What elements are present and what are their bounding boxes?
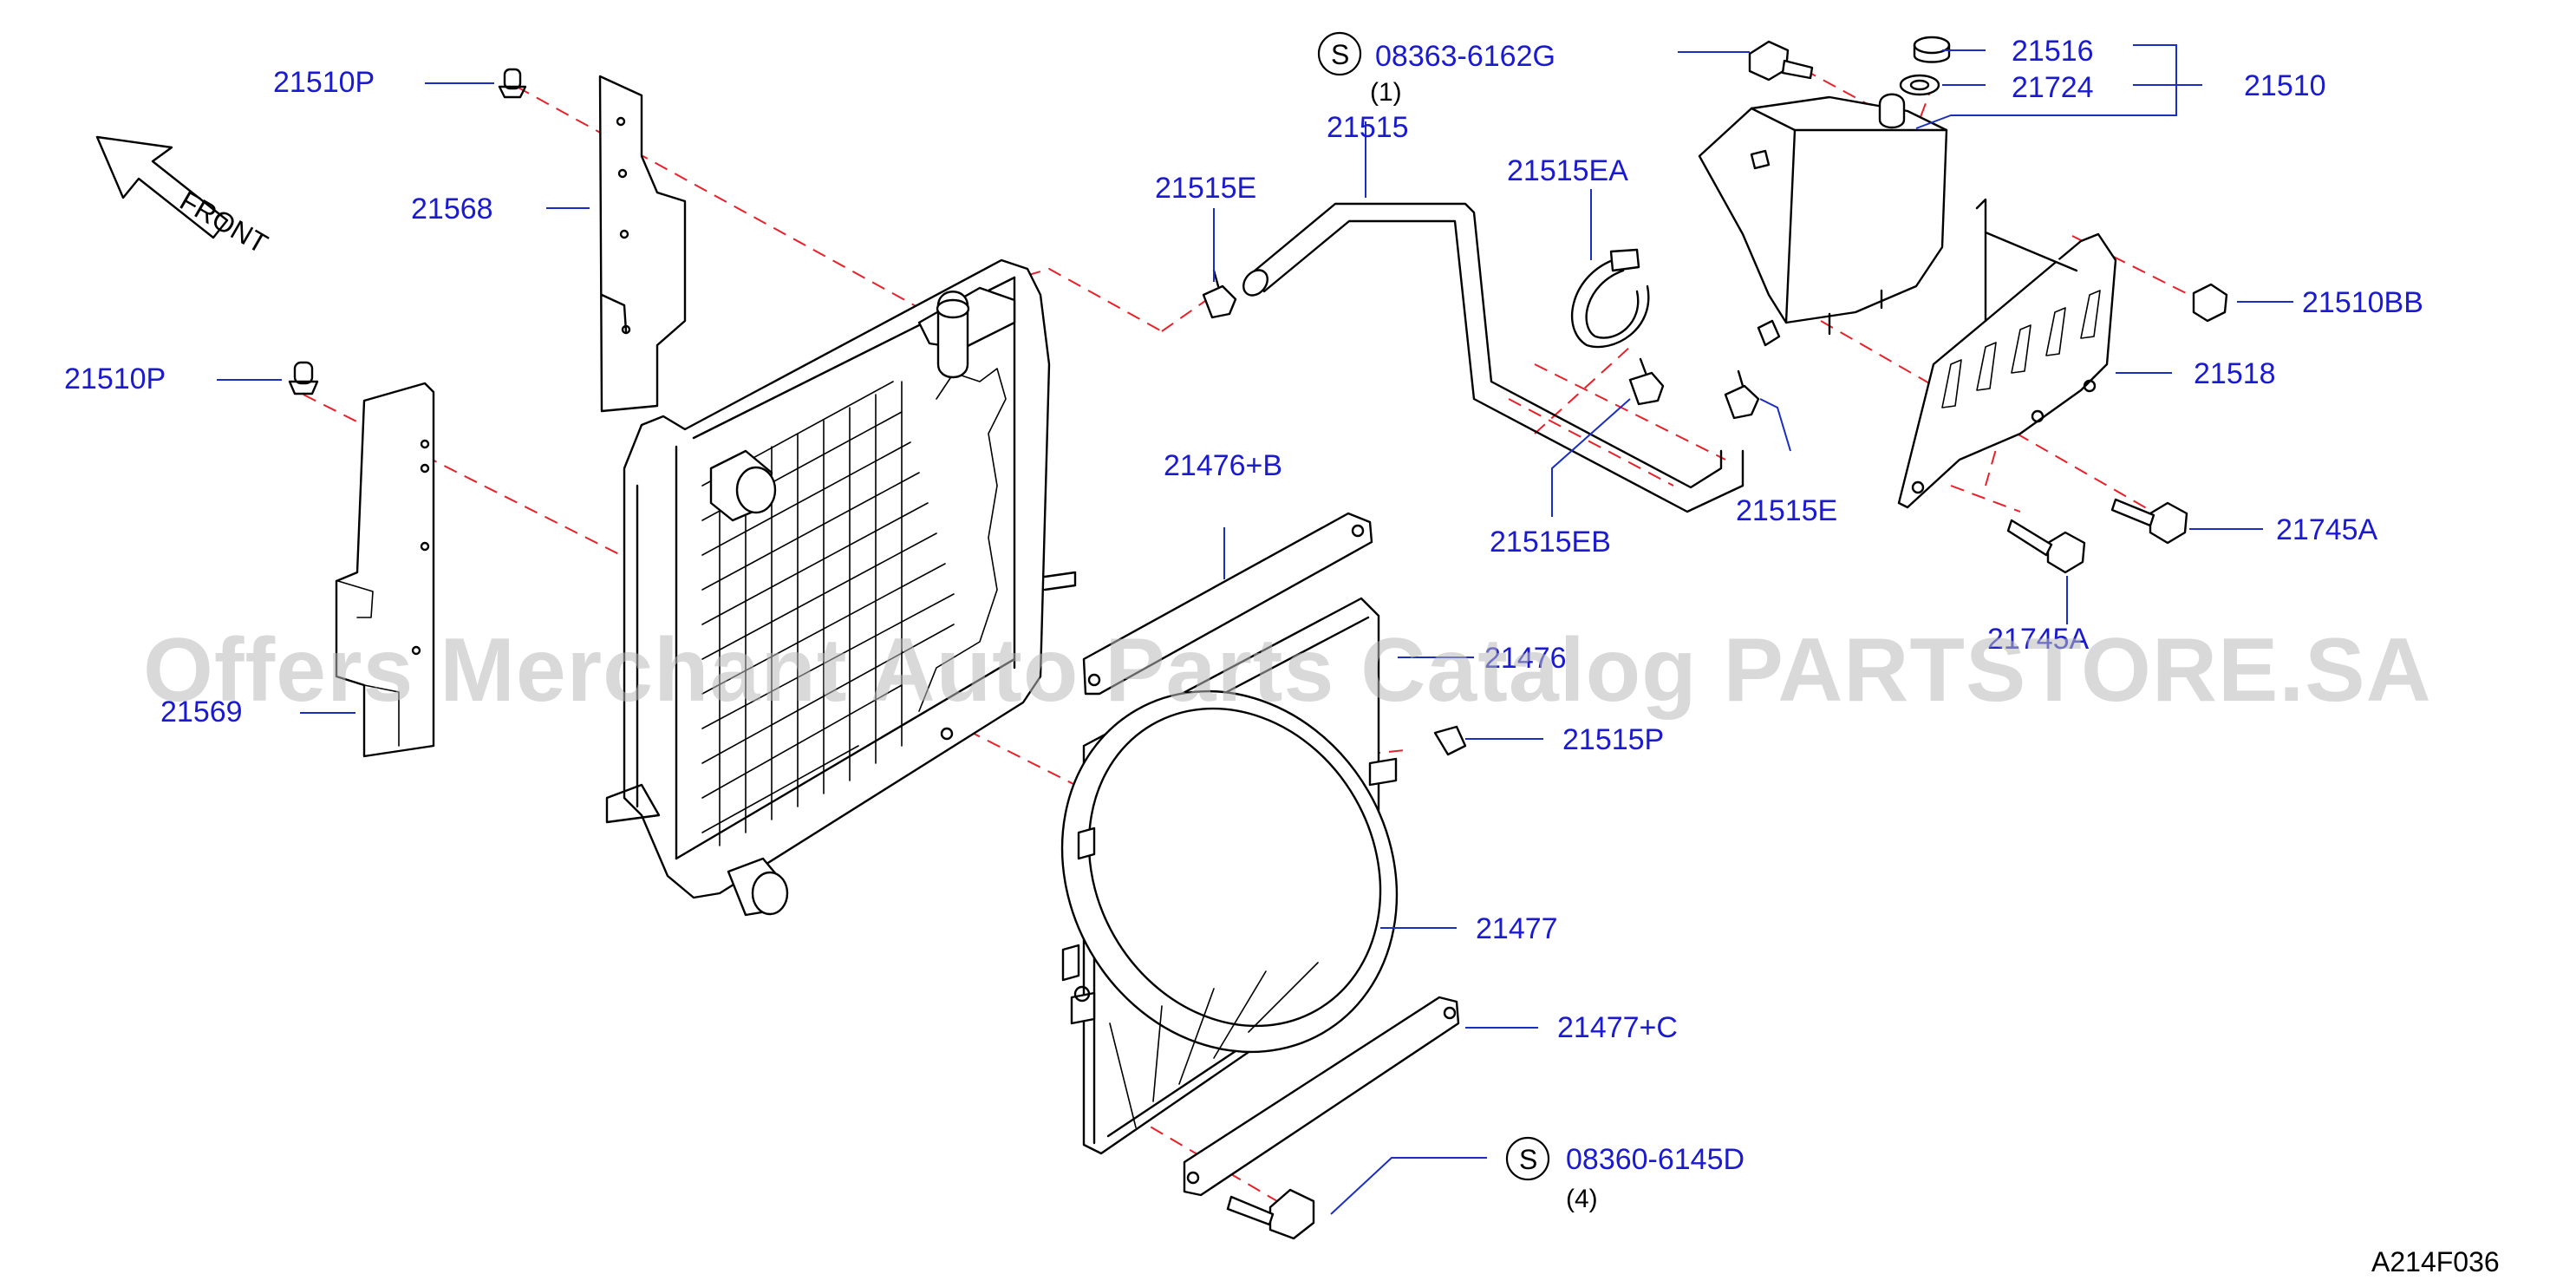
label-21477: 21477 bbox=[1476, 912, 1558, 945]
radiator-icon bbox=[605, 258, 1077, 917]
clip-21515E-bot-icon bbox=[1724, 369, 1760, 420]
shroud-bracket-21476B-icon bbox=[1082, 512, 1373, 696]
bolt-tank-top-icon bbox=[1748, 40, 1814, 82]
label-08363-qty: (1) bbox=[1370, 78, 1402, 107]
label-21510BB: 21510BB bbox=[2302, 286, 2423, 319]
front-label: FRONT bbox=[175, 185, 273, 259]
label-21515: 21515 bbox=[1327, 111, 1409, 144]
bolt-21745A-right-icon bbox=[2110, 498, 2188, 545]
label-21476: 21476 bbox=[1484, 642, 1567, 675]
label-21515EB: 21515EB bbox=[1490, 526, 1611, 559]
label-21724: 21724 bbox=[2012, 71, 2094, 104]
nut-21510BB-icon bbox=[2192, 283, 2228, 323]
screw-symbol-glyph: S bbox=[1331, 39, 1349, 70]
bolt-21745A-bot-icon bbox=[2006, 519, 2086, 574]
label-21510P-mid: 21510P bbox=[64, 363, 166, 395]
leader-lines bbox=[217, 44, 2293, 1215]
baffle-21569-icon bbox=[335, 382, 435, 758]
label-21516: 21516 bbox=[2012, 35, 2094, 68]
label-21515P: 21515P bbox=[1562, 723, 1664, 756]
label-21568: 21568 bbox=[411, 193, 493, 225]
label-21477C: 21477+C bbox=[1557, 1011, 1678, 1044]
diagram-code: A214F036 bbox=[2371, 1246, 2500, 1277]
label-08363-6162G: 08363-6162G bbox=[1375, 40, 1555, 73]
screw-symbol-icon bbox=[1317, 31, 1362, 76]
band-21515EA-icon bbox=[1570, 248, 1650, 349]
label-21745A-right: 21745A bbox=[2276, 513, 2378, 546]
clip-21510P-mid-icon bbox=[288, 361, 319, 395]
bracket-21518-icon bbox=[1897, 198, 2117, 509]
label-21510P-top: 21510P bbox=[273, 66, 375, 99]
label-21518: 21518 bbox=[2194, 357, 2276, 390]
label-21476B: 21476+B bbox=[1164, 449, 1282, 482]
fan-shroud-icon bbox=[1060, 597, 1399, 1155]
label-21515EA: 21515EA bbox=[1507, 154, 1628, 187]
label-21745A-bot: 21745A bbox=[1987, 623, 2090, 656]
clip-21510P-top-icon bbox=[498, 68, 527, 99]
reservoir-tank-icon bbox=[1698, 93, 1948, 347]
watermark: Offers Merchant Auto Parts Catalog PARTS… bbox=[143, 620, 2432, 721]
bolt-08360-icon bbox=[1226, 1188, 1315, 1240]
label-21515E-top: 21515E bbox=[1155, 172, 1256, 205]
shroud-bracket-21477C-icon bbox=[1183, 996, 1460, 1197]
front-arrow-icon bbox=[95, 135, 229, 239]
label-08360-qty: (4) bbox=[1566, 1185, 1598, 1213]
clip-21515E-top-icon bbox=[1202, 269, 1237, 319]
screw-symbol-2-icon bbox=[1505, 1136, 1550, 1181]
washer-21724-icon bbox=[1899, 74, 1940, 96]
clip-21515EB-icon bbox=[1628, 357, 1665, 406]
label-21510: 21510 bbox=[2244, 69, 2326, 102]
clip-21515P-icon bbox=[1433, 725, 1467, 756]
cap-21516-icon bbox=[1913, 36, 1951, 63]
baffle-21568-icon bbox=[598, 75, 687, 413]
label-08360-6145D: 08360-6145D bbox=[1566, 1143, 1745, 1176]
label-21569: 21569 bbox=[160, 696, 243, 728]
label-21515E-bot: 21515E bbox=[1736, 494, 1837, 527]
hose-21515-icon bbox=[1242, 202, 1745, 513]
screw-symbol-2-glyph: S bbox=[1519, 1144, 1537, 1175]
